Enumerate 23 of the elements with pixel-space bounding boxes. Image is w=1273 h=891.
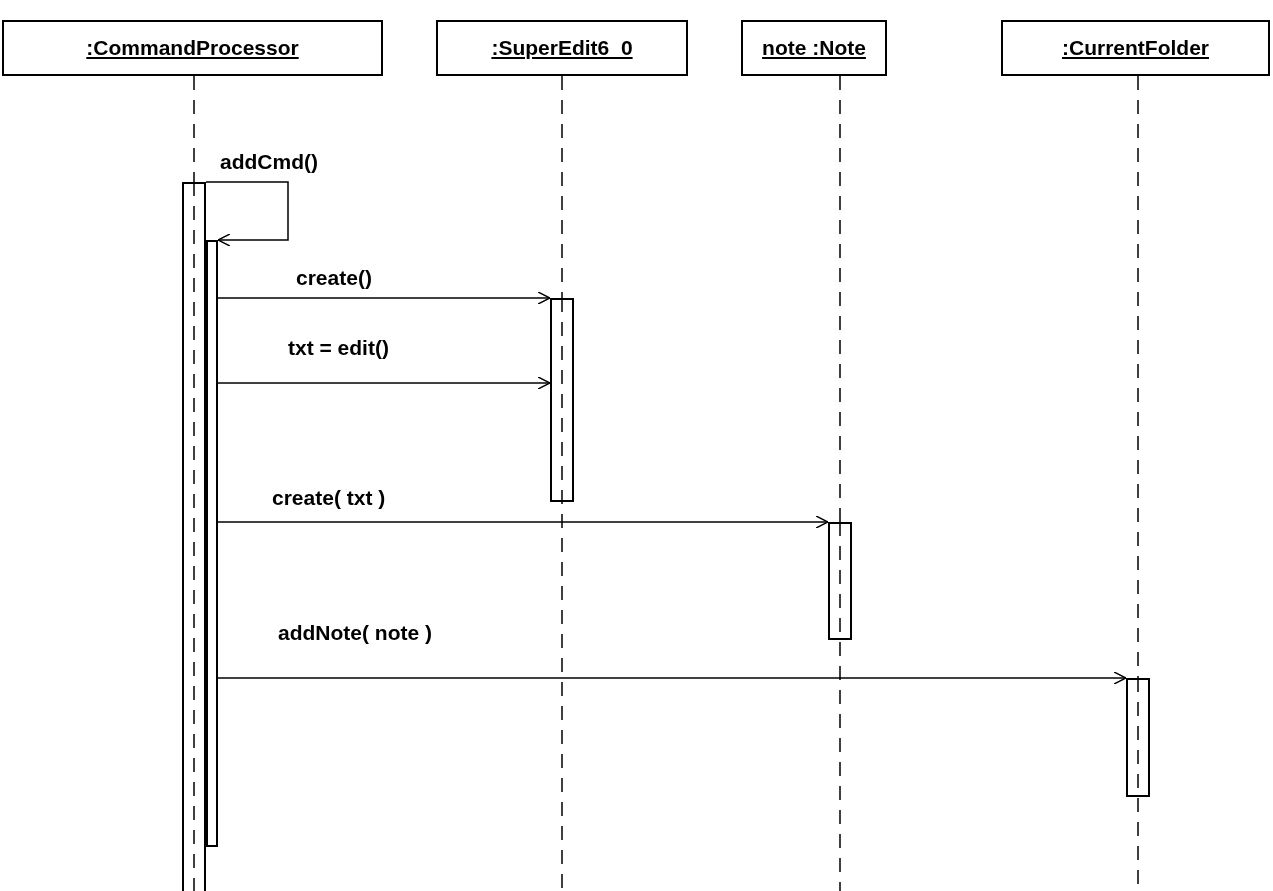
activation-bar bbox=[1126, 678, 1150, 797]
object-box: :CommandProcessor bbox=[2, 20, 383, 76]
message-label: create( txt ) bbox=[272, 486, 386, 510]
activation-bar bbox=[550, 298, 574, 502]
message-label: addCmd() bbox=[220, 150, 318, 174]
message-label: create() bbox=[296, 266, 372, 290]
activation-bar bbox=[206, 240, 218, 847]
object-box: :SuperEdit6_0 bbox=[436, 20, 688, 76]
object-box: note :Note bbox=[741, 20, 887, 76]
message-label: addNote( note ) bbox=[278, 621, 432, 645]
message-arrow bbox=[217, 671, 1127, 685]
activation-bar bbox=[828, 522, 852, 640]
lifeline bbox=[839, 75, 841, 523]
message-arrow bbox=[217, 376, 551, 390]
message-arrow bbox=[205, 181, 289, 247]
lifeline bbox=[193, 75, 195, 183]
lifeline bbox=[1137, 75, 1139, 679]
lifeline bbox=[561, 75, 563, 299]
message-label: txt = edit() bbox=[288, 336, 389, 360]
message-arrow bbox=[217, 515, 829, 529]
activation-bar bbox=[182, 182, 206, 891]
message-arrow bbox=[217, 291, 551, 305]
object-box: :CurrentFolder bbox=[1001, 20, 1270, 76]
